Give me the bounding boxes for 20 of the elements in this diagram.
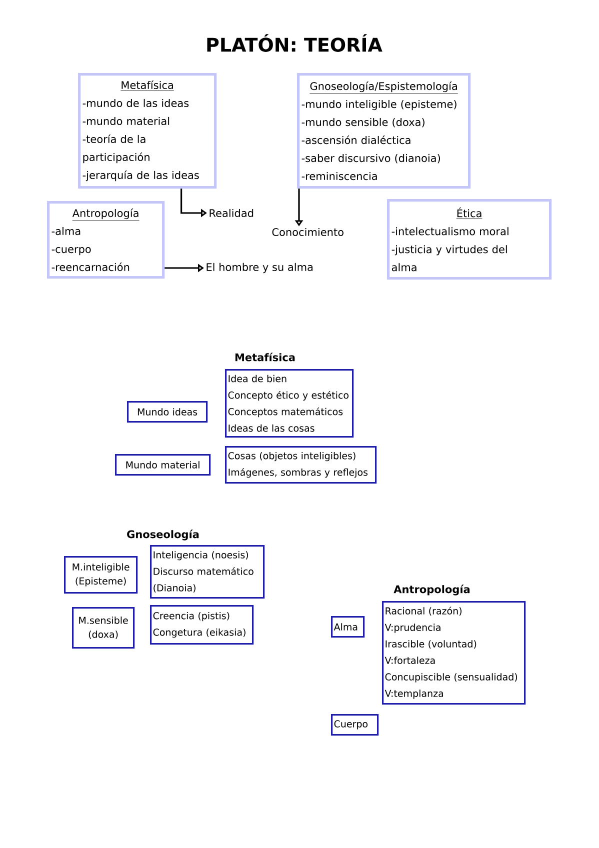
topic-box: Ética -intelectualismo moral -justicia y virtudes del alma — [387, 199, 552, 280]
topic-box: Antropología -alma -cuerpo -reencarnación — [47, 201, 165, 279]
list-box: Creencia (pistis) Congetura (eikasia) — [150, 605, 254, 645]
topic-box: Metafísica -mundo de las ideas -mundo material -teoría de la participación -jerarquía de las ideas — [78, 73, 217, 189]
title: PLATÓN: TEORÍA — [207, 34, 382, 52]
concept-text: Realidad — [210, 208, 254, 218]
list-box: Alma — [331, 616, 365, 638]
term-box: Mundo ideas — [127, 401, 208, 423]
term-box: M.inteligible (Episteme) — [64, 556, 138, 594]
list-box: Inteligencia (noesis) Discurso matemático (Dianoia) — [150, 545, 265, 599]
term-box: M.sensible (doxa) — [72, 607, 135, 649]
section-heading: Gnoseología — [127, 530, 199, 540]
term-box: Mundo material — [115, 454, 211, 476]
list-box: Cosas (objetos inteligibles) Imágenes, sombras y reflejos — [225, 446, 377, 484]
list-box: Idea de bien Concepto ético y estético Conceptos matemáticos Ideas de las cosas — [225, 369, 354, 438]
list-box: Cuerpo — [331, 714, 379, 736]
list-box: Racional (razón) V:prudencia Irascible (voluntad) V:fortaleza Concupiscible (sensualidad) V:templanza — [382, 601, 526, 705]
topic-box: Gnoseología/Espistemología -mundo inteligible (episteme) -mundo sensible (doxa) -ascensión dialéctica -saber discursivo (dianoia) -reminiscencia — [297, 73, 471, 189]
concept-text: Conocimiento — [272, 228, 344, 236]
concept-text: El hombre y su alma — [206, 262, 313, 274]
